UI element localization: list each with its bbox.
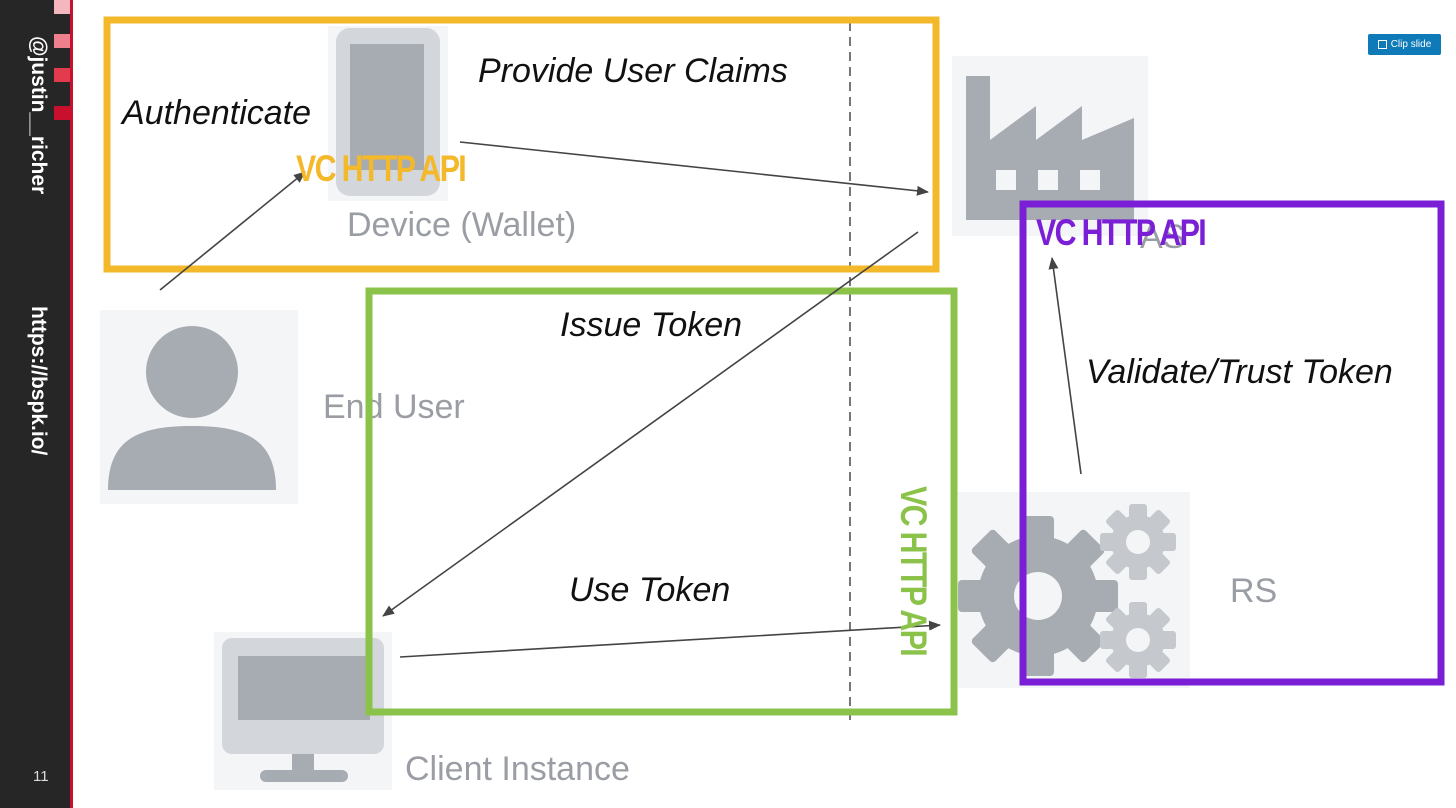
- yellow-vc-api-box: [103, 16, 940, 273]
- client-instance-label: Client Instance: [405, 750, 630, 788]
- end-user-icon: [100, 310, 298, 504]
- issue-token-label: Issue Token: [560, 306, 743, 344]
- validate-token-arrow: [1048, 257, 1082, 475]
- device-label: Device (Wallet): [347, 206, 577, 244]
- provide-claims-label: Provide User Claims: [478, 52, 788, 90]
- clip-slide-label: Clip slide: [1390, 39, 1432, 50]
- user-avatar-icon: [108, 326, 276, 490]
- green-vc-api-box: [365, 287, 958, 716]
- yellow-api-label: VC HTTP API: [296, 148, 467, 189]
- presenter-sidebar: [0, 0, 70, 808]
- provide-claims-arrow: [459, 141, 929, 196]
- client-instance-icon: [214, 632, 392, 790]
- desktop-monitor-icon: [222, 638, 384, 782]
- rs-label: RS: [1230, 572, 1278, 610]
- sidebar-accent-line: [70, 0, 73, 808]
- issue-token-arrow: [382, 231, 919, 617]
- validate-token-label: Validate/Trust Token: [1086, 353, 1393, 391]
- device-icon: [328, 26, 448, 201]
- slide-number: 11: [33, 768, 49, 785]
- purple-api-label: VC HTTP API: [1036, 212, 1207, 253]
- accent-square-1: [54, 0, 70, 14]
- factory-icon: [966, 76, 1134, 220]
- authenticate-arrow: [159, 171, 306, 291]
- accent-square-3: [54, 68, 70, 82]
- accent-square-2: [54, 34, 70, 48]
- use-token-label: Use Token: [569, 571, 731, 609]
- end-user-label: End User: [323, 388, 465, 426]
- authenticate-label: Authenticate: [122, 94, 312, 132]
- green-api-label: VC HTTP API: [893, 486, 934, 656]
- clip-slide-button[interactable]: Clip slide: [1368, 34, 1441, 55]
- mobile-phone-icon: [336, 28, 440, 196]
- purple-vc-api-box: [1019, 200, 1445, 686]
- as-label: AS: [1140, 218, 1186, 256]
- use-token-arrow: [399, 620, 941, 658]
- accent-square-4: [54, 106, 70, 120]
- clip-icon: [1377, 40, 1387, 49]
